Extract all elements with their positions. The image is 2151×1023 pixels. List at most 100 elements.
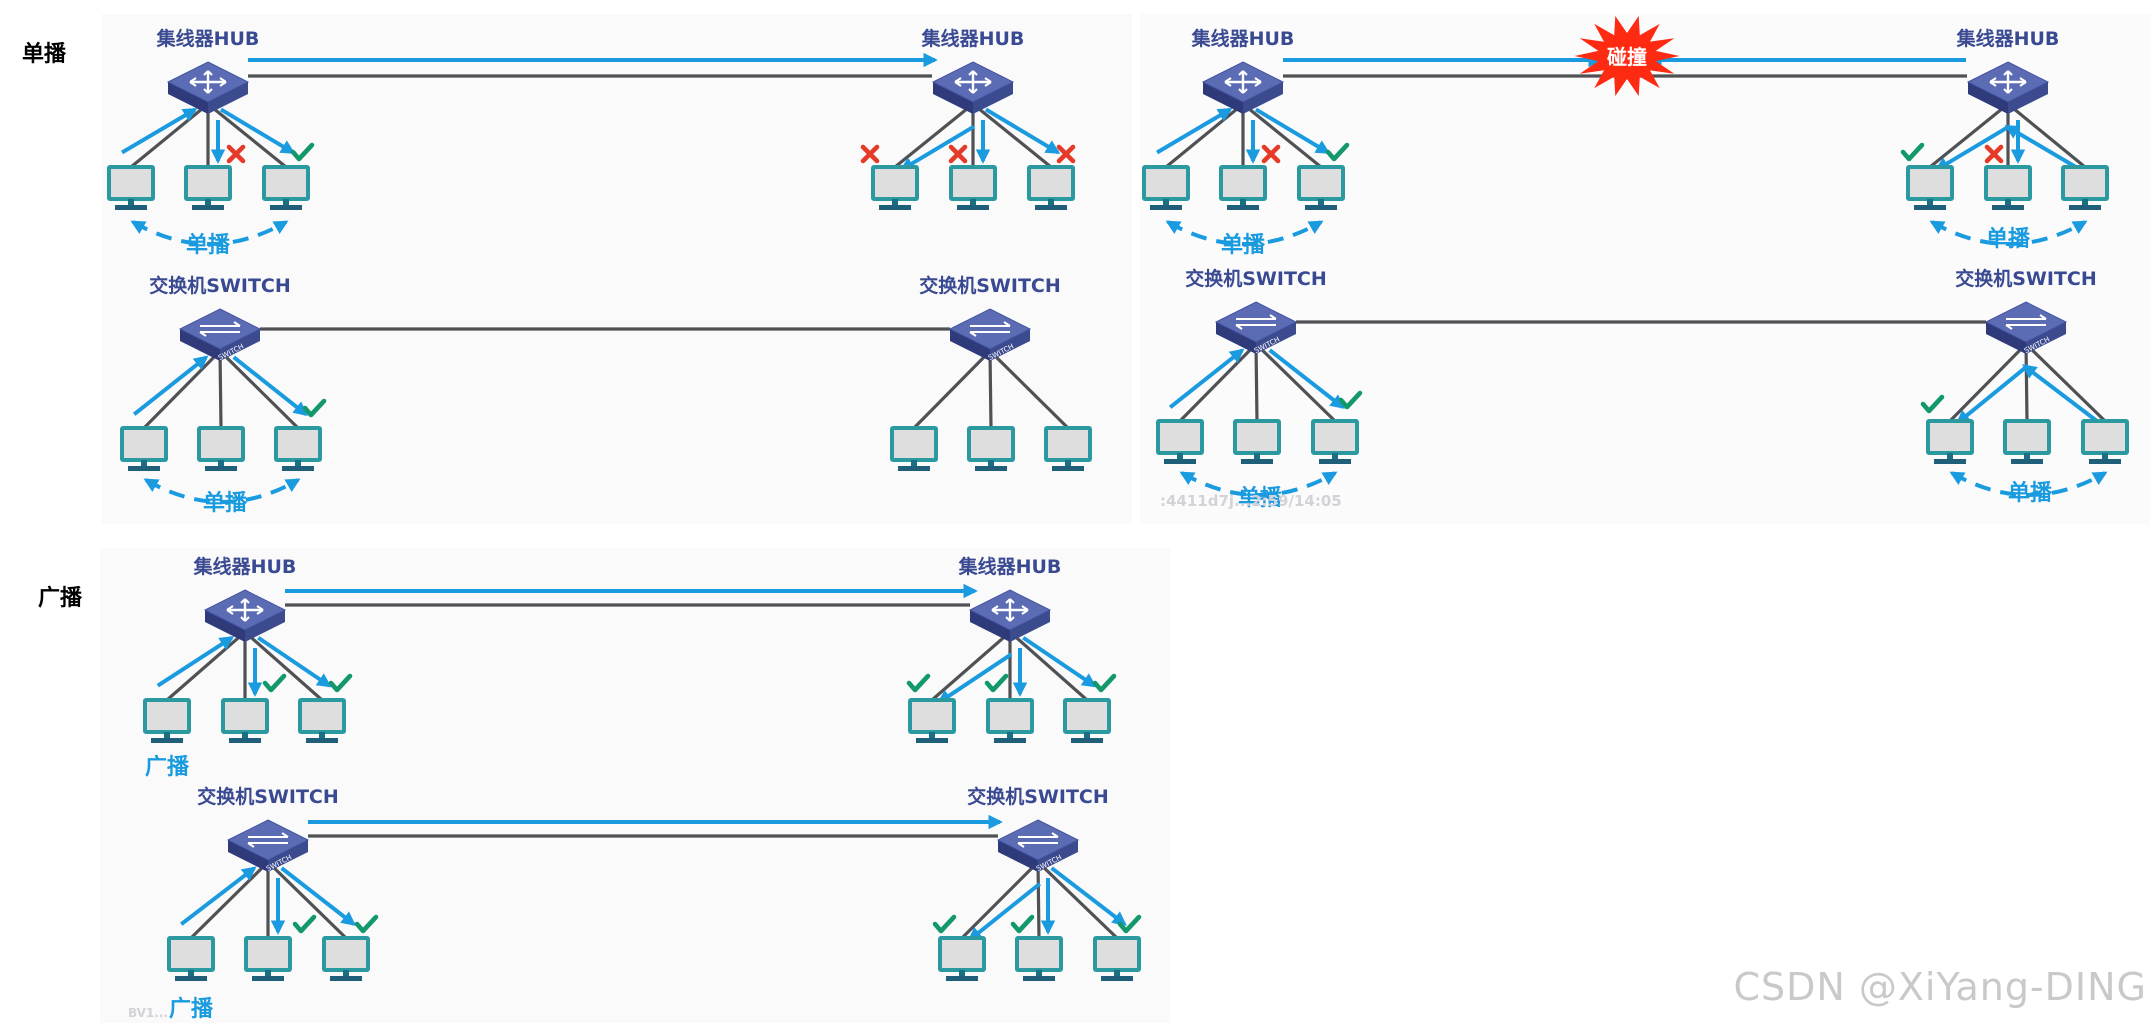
traffic-arrow [1934,124,2010,172]
cable-line [1036,861,1041,939]
cable-line [1928,102,2010,169]
pc-icon [2081,419,2129,464]
hub-label: 集线器HUB [156,27,260,50]
check-icon [906,673,931,693]
cable-line [2024,342,2107,423]
unicast-label: 单播 [186,233,231,258]
cross-icon [948,144,968,164]
check-icon [1920,394,1945,414]
hub-label: 集线器HUB [193,555,297,578]
traffic-arrow [984,107,1061,155]
traffic-arrow [219,107,296,155]
pc-icon [1063,698,1111,743]
pc-icon [1093,936,1141,981]
switch-icon: SWITCH [178,308,262,362]
cable-line [1036,860,1119,940]
unicast-path-arrow [1165,220,1324,246]
check-icon [292,914,317,934]
pc-icon [1906,165,1954,210]
cable-line [960,860,1040,940]
traffic-arrow [132,355,209,416]
cable-line [1254,343,1259,422]
pc-icon [967,426,1015,471]
check-icon [328,673,353,693]
hub-label: 集线器HUB [958,555,1062,578]
check-icon [984,673,1009,693]
pc-icon [2003,419,2051,464]
cable-line [930,630,1012,702]
check-icon [1900,142,1925,162]
check-icon [1092,673,1117,693]
switch-icon: SWITCH [1214,301,1298,355]
check-icon [1325,142,1350,162]
traffic-arrow [899,124,975,172]
hub-icon [931,61,1015,114]
pc-icon [244,936,292,981]
pc-icon [197,426,245,471]
check-icon [1338,390,1363,410]
check-icon [262,673,287,693]
hub-label: 集线器HUB [1191,27,1295,50]
cable-line [893,102,975,169]
cross-icon [1984,144,2004,164]
section-label-unicast: 单播 [22,41,67,67]
pc-icon [1142,165,1190,210]
pc-icon [890,426,938,471]
traffic-arrow [121,107,198,155]
section-label-broadcast: 广播 [38,585,83,611]
unicast-path-arrow [1949,471,2108,497]
pc-icon [949,165,997,210]
cable-line [1948,342,2028,423]
hub-label: 集线器HUB [921,27,1025,50]
cable-line [988,349,1070,430]
pc-icon [938,936,986,981]
traffic-arrow [257,636,332,688]
cross-icon [1056,144,1076,164]
hub-icon [1201,61,1285,114]
pc-icon [908,698,956,743]
traffic-arrow [1254,107,1331,155]
unicast-path-arrow [143,478,301,504]
pc-icon [262,165,310,210]
pc-icon [1297,165,1345,210]
unicast-path-arrow [130,220,289,246]
traffic-arrow [180,866,257,926]
cable-line [971,102,1053,169]
pc-icon [107,165,155,210]
check-icon [932,914,957,934]
pc-icon [1926,419,1974,464]
switch-icon: SWITCH [948,308,1032,362]
pc-icon [322,936,370,981]
pc-icon [1219,165,1267,210]
cross-icon [860,144,880,164]
cable-line [988,350,993,429]
cable-line [2006,102,2087,169]
pc-icon [143,698,191,743]
switch-label: 交换机SWITCH [1185,267,1327,290]
unicast-label: 单播 [1986,227,2031,252]
switch-label: 交换机SWITCH [919,274,1061,297]
pc-icon [167,936,215,981]
cable-line [1241,102,1323,169]
pc-icon [1233,419,1281,464]
hub-icon [968,589,1052,642]
unicast-label: 单播 [203,491,248,516]
hub-icon [166,61,250,114]
cable-line [1254,342,1337,423]
broadcast-label: 广播 [169,996,214,1022]
check-icon [290,142,315,162]
traffic-arrow [280,866,356,926]
switch-label: 交换机SWITCH [967,785,1109,808]
video-timestamp-overlay: :4411d7j...2:59/14:05 [1160,492,1342,510]
check-icon [1117,914,1142,934]
switch-label: 交换机SWITCH [197,785,339,808]
traffic-arrow [1022,636,1097,688]
cable-line [206,102,288,169]
cable-line [218,350,223,429]
pc-icon [2061,165,2109,210]
pc-icon [1156,419,1204,464]
switch-icon: SWITCH [226,819,310,873]
cable-line [2024,343,2029,422]
traffic-arrow [1168,348,1245,409]
